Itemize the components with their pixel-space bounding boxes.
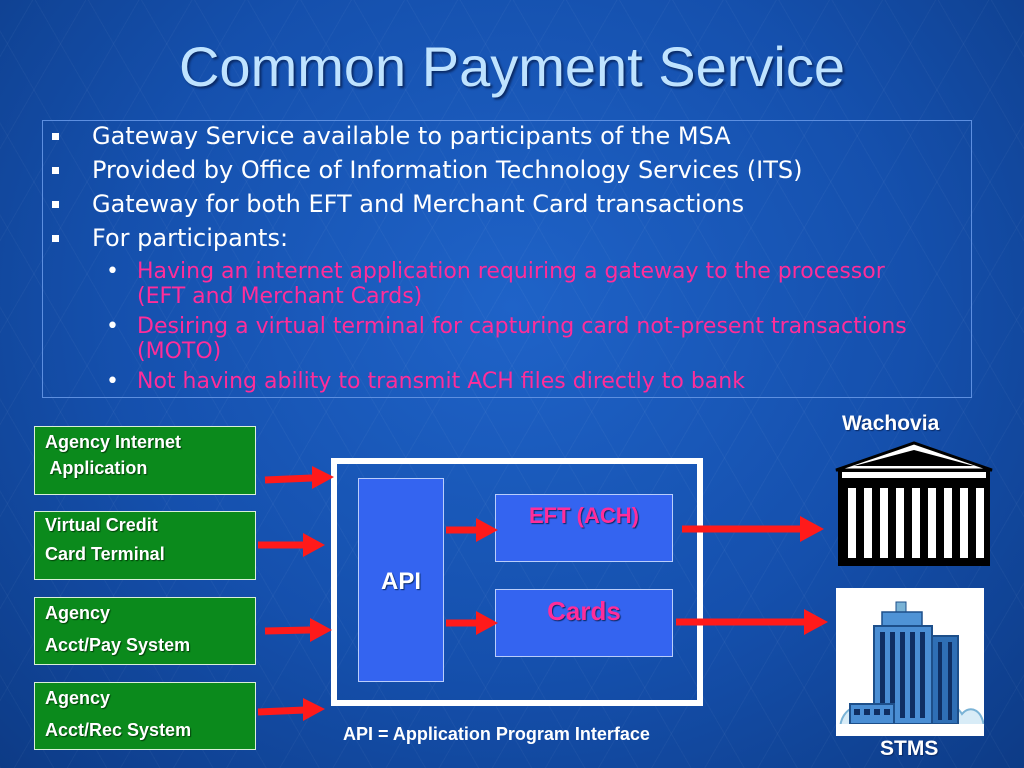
dot-bullet-icon: • [106, 369, 119, 394]
api-block [358, 478, 444, 682]
square-bullet-icon [52, 167, 59, 174]
square-bullet-icon [52, 133, 59, 140]
source-agency-acct-rec-system: Agency Acct/Rec System [34, 682, 256, 750]
arrow-icon [264, 618, 332, 642]
bullet-panel [42, 120, 972, 398]
cards-label: Cards [547, 596, 621, 626]
gateway-box [331, 458, 703, 706]
bank-building-icon [835, 441, 993, 566]
api-caption: API = Application Program Interface [343, 724, 650, 744]
eft-block [495, 494, 673, 562]
dot-bullet-icon: • [106, 259, 119, 284]
square-bullet-icon [52, 201, 59, 208]
arrow-icon [676, 609, 828, 635]
arrow-icon [264, 466, 334, 489]
slide-title: Common Payment Service [178, 35, 845, 98]
office-tower-icon [836, 588, 984, 736]
stms-label: STMS [880, 737, 939, 760]
arrow-icon [682, 516, 824, 542]
arrow-icon [258, 533, 325, 557]
arrow-icon [257, 698, 325, 721]
api-label: API [380, 568, 421, 595]
source-agency-acct-pay-system: Agency Acct/Pay System [34, 597, 256, 665]
arrow-icon [446, 518, 498, 542]
dot-bullet-icon: • [106, 314, 119, 339]
eft-label: EFT (ACH) [529, 503, 639, 528]
arrow-icon [446, 611, 498, 635]
cards-block [495, 589, 673, 657]
source-agency-internet-app: Agency Internet Application [34, 426, 256, 495]
bank-label: Wachovia [842, 412, 940, 435]
square-bullet-icon [52, 235, 59, 242]
source-virtual-credit-card-terminal: Virtual Credit Card Terminal [34, 511, 256, 580]
